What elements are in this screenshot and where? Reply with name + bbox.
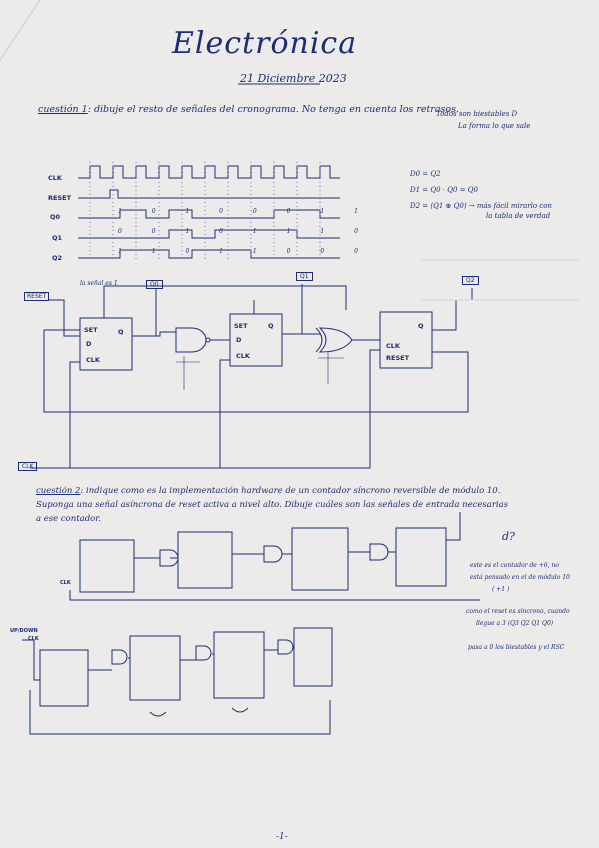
ff0-clk-label: CLK (86, 356, 100, 364)
ff0-set-label: SET (84, 326, 98, 334)
question-1-text: dibuje el resto de señales del cronogram… (93, 104, 460, 115)
page-title: Electrónica (172, 26, 358, 61)
ff2-q-label: Q (418, 322, 424, 330)
q0-values: 1 0 1 0 0 0 1 1 (118, 208, 372, 215)
reset-waveform (78, 189, 340, 199)
question-1-tag: cuestión 1 (38, 104, 88, 115)
ff1-d-label: D (236, 336, 242, 344)
counter2-ff-0 (39, 649, 89, 707)
q1-values: 0 0 1 0 1 1 1 0 (118, 228, 372, 235)
q2-note-5: llegue a 3 (Q3 Q2 Q1 Q0) (476, 620, 554, 627)
signal-label-q2: Q2 (52, 254, 63, 262)
bottom-bus-2 (29, 690, 331, 735)
gate-q2b-2 (195, 645, 212, 661)
xor-gate (318, 327, 353, 353)
set-bus (103, 285, 347, 318)
q2-out (432, 288, 473, 331)
signal-label-q1: Q1 (52, 234, 63, 242)
question-2-line-3: a ese contador. (36, 514, 102, 524)
clk-label-1: CLK (60, 580, 71, 586)
counter2-ff-2 (213, 631, 265, 699)
side-note-2: La forma lo que sale (458, 122, 531, 130)
equation-d0: D0 = Q2 (410, 170, 441, 178)
ground-1 (149, 711, 167, 717)
q2-note-6: pasa a 0 los biestables y el RSC (468, 644, 565, 651)
updown-label: UP/DOWN (10, 628, 38, 634)
q2-note-4: como el reset es síncrono, cuando (466, 608, 570, 615)
gate-q2-1 (159, 549, 179, 567)
ff1-set-label: SET (234, 322, 248, 330)
equation-d2-note: la tabla de verdad (486, 212, 551, 220)
clk-label-2: CLK (28, 636, 39, 642)
counter-ff-2 (291, 527, 349, 591)
clk-input-box: CLK (18, 462, 38, 471)
reset-wire (48, 299, 80, 337)
clk-wire-0 (30, 361, 80, 469)
page-number: -1- (276, 832, 288, 842)
bottom-bus-1 (69, 590, 480, 601)
ff2-clk-label: CLK (386, 342, 400, 350)
equation-d2: D2 = (Q1 ⊕ Q0) → más fácil mirarlo con (410, 202, 552, 210)
question-2-text-1: indique como es la implementación hardwa… (86, 486, 501, 496)
question-2-line-1: cuestión 2: indique como es la implement… (36, 486, 501, 496)
q0-to-and (132, 331, 176, 337)
side-note-1: Todos son biestables D (436, 110, 518, 118)
q2-note-2: está pensado en el de módulo 10 (470, 574, 570, 581)
counter-ff-3 (395, 527, 447, 587)
q2-output-box: Q2 (462, 276, 479, 285)
reset-input-box: RESET (24, 292, 50, 301)
q1-output-box: Q1 (296, 272, 313, 281)
margin-mark (0, 0, 41, 61)
clk-wire-2 (220, 349, 380, 469)
counter2-ff-1 (129, 635, 181, 701)
q2-values: 1 1 0 1 1 0 0 0 (118, 248, 372, 255)
question-2-tag: cuestión 2 (36, 486, 81, 496)
ff0-d-label: D (86, 340, 92, 348)
signal-label-reset: RESET (48, 194, 72, 202)
ff0-q-label: Q (118, 328, 124, 336)
gate-q2-3 (369, 543, 389, 561)
clk-waveform (78, 165, 340, 179)
ground-2 (231, 707, 249, 713)
q2-note-1: este es el contador de +6, no (470, 562, 559, 569)
part-d-label: d? (502, 530, 515, 543)
equation-d1: D1 = Q0 · Q0 = Q0 (410, 186, 478, 194)
question-2-line-2: Suponga una señal asíncrona de reset act… (36, 500, 509, 510)
feedback-wire (43, 329, 469, 413)
gate-q2b-3 (277, 639, 294, 655)
circuit-note: la señal es 1 (80, 280, 118, 287)
signal-label-clk: CLK (48, 174, 62, 182)
counter-ff-1 (177, 531, 233, 589)
gate-q2-2 (263, 545, 283, 563)
page-date: 21 Diciembre 2023 (240, 72, 347, 85)
counter2-ff-3 (293, 627, 333, 687)
ff1-clk-label: CLK (236, 352, 250, 360)
counter-ff-0 (79, 539, 135, 593)
q2-note-3: ( +1 ) (492, 586, 510, 593)
and-gate (175, 327, 207, 353)
ff1-q-label: Q (268, 322, 274, 330)
question-1: cuestión 1: dibuje el resto de señales d… (38, 104, 460, 115)
q0-output-box: Q0 (146, 280, 163, 289)
ff2-reset-label: RESET (386, 354, 410, 362)
clk-wire-1 (70, 359, 230, 469)
gate-q2b-1 (111, 649, 128, 665)
signal-label-q0: Q0 (50, 213, 61, 221)
